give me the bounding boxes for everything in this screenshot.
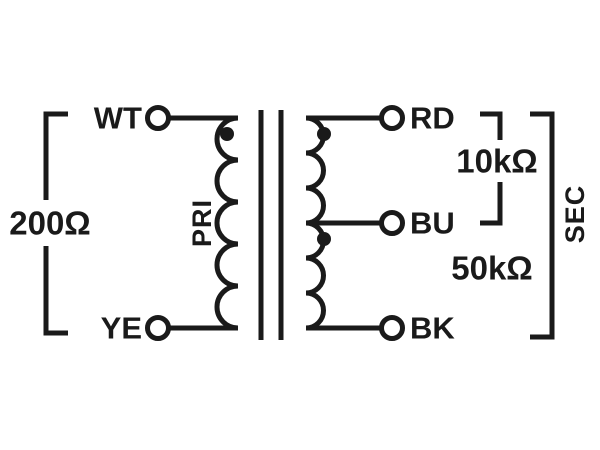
primary-impedance-label: 200Ω — [9, 205, 91, 242]
terminal-ye-label: YE — [101, 311, 142, 346]
terminal-ye-circle — [145, 315, 171, 341]
secondary-full-impedance-bracket — [530, 111, 555, 340]
terminal-bu-circle — [379, 210, 405, 236]
secondary-side: RD BU BK 10kΩ 50kΩ SEC — [305, 101, 590, 346]
primary-coil — [214, 115, 239, 331]
terminal-bk-circle — [379, 315, 405, 341]
terminal-bk-label: BK — [410, 311, 455, 346]
primary-polarity-dot — [220, 127, 234, 141]
secondary-full-impedance-label: 50kΩ — [451, 250, 533, 287]
secondary-tap-impedance-label: 10kΩ — [456, 143, 538, 180]
secondary-winding-label: SEC — [560, 185, 590, 244]
secondary-tap-impedance-bracket — [480, 111, 503, 226]
transformer-core — [258, 110, 284, 340]
primary-side: 200Ω WT YE PRI — [9, 101, 239, 346]
secondary-polarity-dot-top — [317, 127, 331, 141]
terminal-wt-label: WT — [94, 101, 142, 136]
terminal-wt-circle — [145, 105, 171, 131]
terminal-rd-label: RD — [410, 101, 455, 136]
terminal-bu-label: BU — [410, 206, 455, 241]
secondary-polarity-dot-mid — [317, 232, 331, 246]
primary-winding-label: PRI — [187, 199, 217, 247]
primary-impedance-bracket — [43, 111, 68, 336]
terminal-rd-circle — [379, 105, 405, 131]
